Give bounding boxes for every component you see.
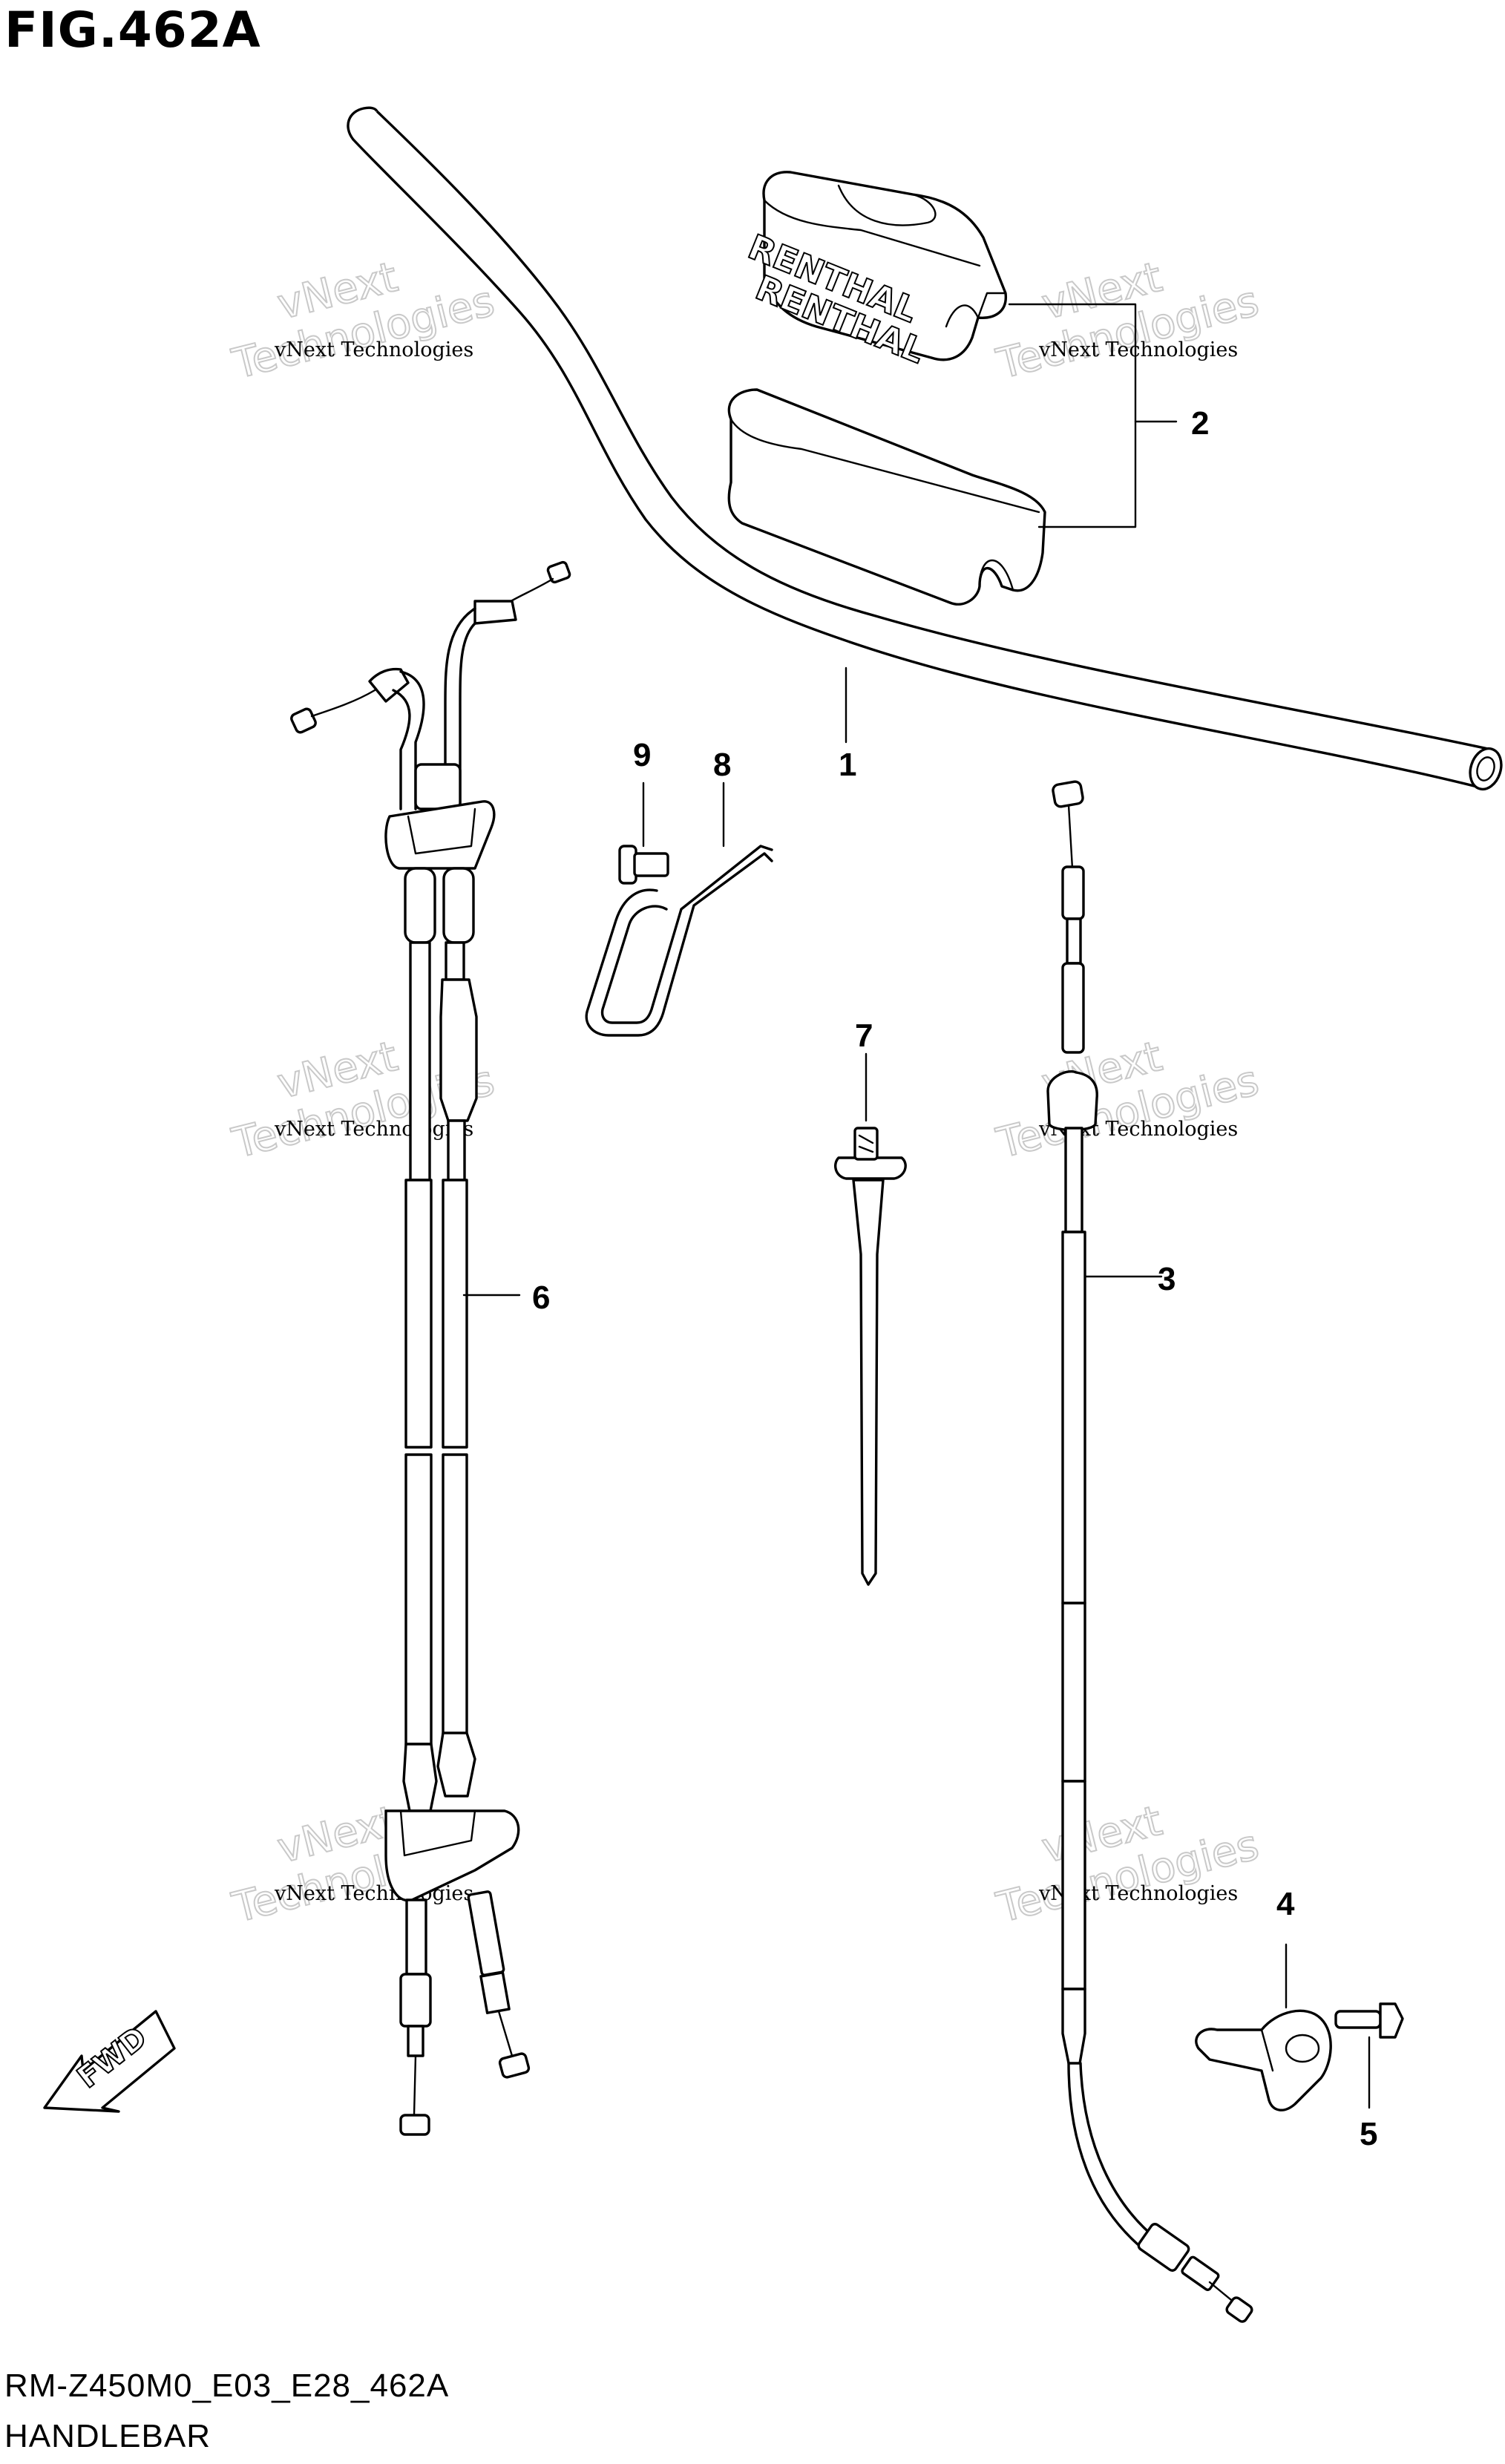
callout-1: 1: [839, 747, 856, 783]
callout-5: 5: [1360, 2116, 1377, 2152]
clutch-holder-part-4: [1195, 1943, 1332, 2111]
throttle-cable-part-6: [290, 560, 571, 2136]
figure-title: FIG.462A: [4, 1, 261, 59]
callout-9: 9: [633, 737, 651, 773]
handlebar-part-1: [347, 106, 1503, 791]
fwd-arrow-icon: FWD: [43, 2010, 176, 2113]
svg-text:vNext Technologies: vNext Technologies: [1038, 338, 1238, 361]
cable-tie-part-7: [834, 1052, 907, 1586]
svg-text:vNext Technologies: vNext Technologies: [274, 338, 473, 361]
callout-4: 4: [1276, 1886, 1295, 1922]
callout-2: 2: [1191, 405, 1209, 442]
clutch-cable-part-3: [1046, 780, 1253, 2323]
figure-name: HANDLEBAR: [4, 2418, 211, 2454]
screw-part-9: [618, 782, 669, 885]
callout-3: 3: [1158, 1261, 1176, 1297]
figure-code: RM-Z450M0_E03_E28_462A: [4, 2368, 450, 2404]
watermark: vNext Technologies vNext Technologies: [991, 1032, 1265, 1169]
watermark: vNext Technologies vNext Technologies: [227, 252, 500, 390]
callout-7: 7: [855, 1018, 873, 1054]
svg-text:vNext Technologies: vNext Technologies: [274, 1118, 473, 1141]
callout-8: 8: [713, 747, 731, 783]
bolt-part-5: [1334, 2002, 1404, 2109]
watermark: vNext Technologies vNext Technologies: [991, 252, 1265, 390]
handlebar-pad-part-2: RENTHAL RENTHAL: [727, 171, 1178, 606]
callout-6: 6: [532, 1279, 550, 1316]
watermark: vNext Technologies vNext Technologies: [991, 1796, 1265, 1933]
wire-clamp-part-8: [585, 782, 773, 1037]
